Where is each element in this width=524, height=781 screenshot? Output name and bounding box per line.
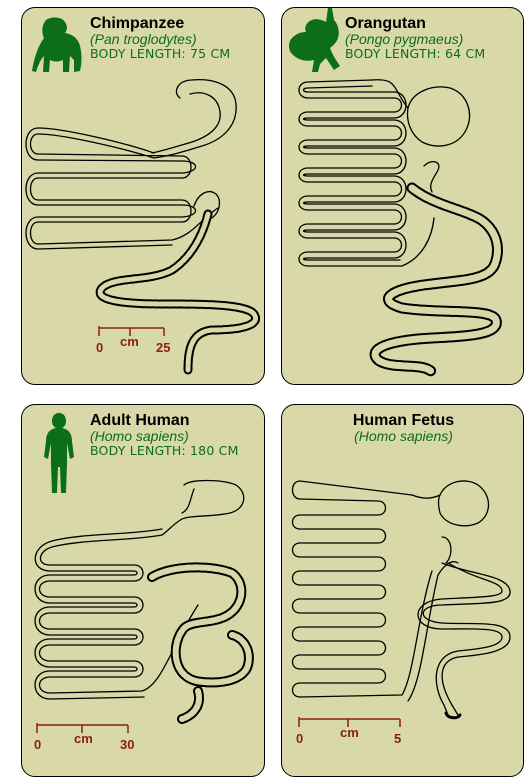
- small-intestine: [31, 134, 219, 244]
- scale-unit: cm: [74, 731, 93, 746]
- panel-human-fetus: Human Fetus (Homo sapiens) 0 cm 5: [281, 404, 524, 777]
- large-intestine: [423, 563, 510, 715]
- scale-bar: 0 cm 5: [296, 713, 406, 749]
- scale-end: 30: [120, 737, 134, 752]
- scale-unit: cm: [120, 334, 139, 349]
- stomach: [162, 481, 244, 536]
- scale-end: 25: [156, 340, 170, 355]
- scale-end: 5: [394, 731, 401, 746]
- intestine-illustration: [282, 8, 524, 385]
- stomach: [154, 80, 236, 158]
- stomach: [408, 87, 470, 146]
- small-intestine: [293, 481, 433, 697]
- small-intestine: [299, 80, 434, 266]
- scale-start: 0: [34, 737, 41, 752]
- panel-orangutan: Orangutan (Pongo pygmaeus) BODY LENGTH: …: [281, 7, 524, 385]
- scale-bar: 0 cm 30: [34, 719, 154, 755]
- scale-unit: cm: [340, 725, 359, 740]
- panel-adult-human: Adult Human (Homo sapiens) BODY LENGTH: …: [21, 404, 265, 777]
- panel-chimpanzee: Chimpanzee (Pan troglodytes) BODY LENGTH…: [21, 7, 265, 385]
- scale-start: 0: [96, 340, 103, 355]
- scale-start: 0: [296, 731, 303, 746]
- small-intestine: [40, 535, 199, 693]
- scale-bar: 0 cm 25: [96, 322, 186, 356]
- stomach: [439, 481, 489, 526]
